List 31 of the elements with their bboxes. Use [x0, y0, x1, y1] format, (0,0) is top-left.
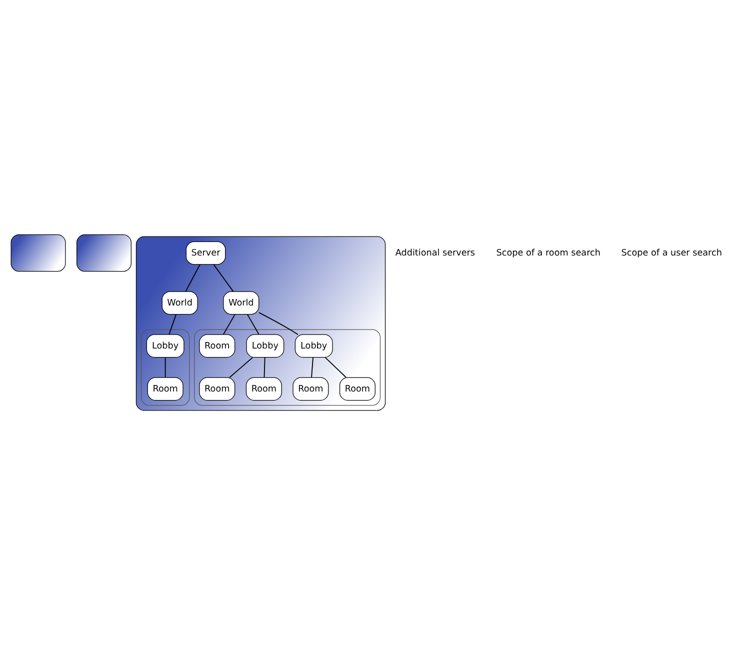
node-box: Room — [147, 377, 184, 401]
node-box: Room — [339, 377, 376, 401]
node-box: Room — [246, 377, 282, 401]
connector — [213, 264, 234, 292]
connector — [164, 357, 166, 378]
connector — [264, 357, 266, 378]
cluster — [136, 236, 386, 411]
cluster — [194, 329, 381, 406]
node-box: Server — [186, 241, 226, 265]
connector — [168, 314, 176, 335]
connector — [185, 264, 200, 292]
connector — [223, 314, 236, 335]
cluster — [140, 329, 190, 406]
node-box — [10, 234, 66, 272]
node-box: Lobby — [246, 334, 284, 358]
node-box: Lobby — [294, 334, 333, 358]
connector — [324, 357, 346, 378]
node-box: World — [162, 291, 198, 315]
node-box: Room — [199, 377, 236, 401]
label: Scope of a user search — [621, 248, 722, 258]
label: Additional servers — [395, 248, 476, 258]
node-box: Room — [292, 377, 329, 401]
node-box: Lobby — [146, 334, 184, 358]
connector — [258, 312, 298, 336]
connector — [311, 357, 314, 378]
label: Scope of a room search — [496, 248, 600, 258]
node-box — [76, 234, 132, 272]
node-box: World — [223, 291, 260, 315]
connector — [229, 357, 254, 378]
node-box: Room — [199, 334, 236, 358]
connector — [247, 314, 260, 335]
